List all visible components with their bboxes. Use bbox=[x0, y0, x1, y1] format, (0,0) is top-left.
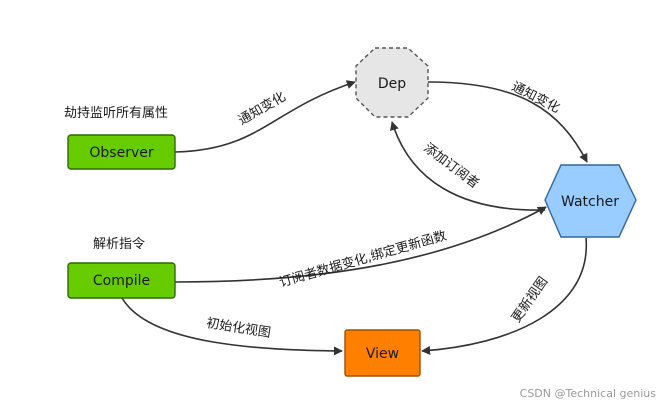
view-label: View bbox=[366, 346, 399, 362]
compile-label: Compile bbox=[93, 273, 150, 289]
watcher-node: Watcher bbox=[544, 164, 637, 238]
edge-watcher-to-dep bbox=[390, 121, 546, 211]
observer-node: Observer bbox=[67, 134, 176, 170]
dep-node: Dep bbox=[355, 47, 429, 118]
view-node: View bbox=[344, 329, 421, 377]
edge-label-compile-to-view: 初始化视图 bbox=[205, 316, 272, 341]
compile-node: Compile bbox=[67, 262, 176, 299]
edge-watcher-to-view bbox=[421, 237, 587, 355]
edge-label-dep-to-watcher: 通知变化 bbox=[509, 79, 563, 117]
dep-label: Dep bbox=[378, 76, 406, 92]
edge-label-observer-to-dep: 通知变化 bbox=[235, 89, 288, 129]
compile-caption: 解析指令 bbox=[93, 237, 145, 252]
watcher-label: Watcher bbox=[561, 194, 619, 210]
edge-compile-to-view bbox=[121, 297, 343, 356]
observer-label: Observer bbox=[89, 145, 153, 161]
edge-label-compile-to-watcher: 订阅者数据变化,绑定更新函数 bbox=[277, 228, 448, 291]
edge-compile-to-watcher bbox=[174, 206, 547, 283]
edge-dep-to-watcher bbox=[427, 81, 588, 163]
edge-label-watcher-to-view: 更新视图 bbox=[508, 274, 551, 326]
observer-caption: 劫持监听所有属性 bbox=[64, 106, 168, 121]
watermark-text: CSDN @Technical genius bbox=[520, 387, 657, 400]
edge-observer-to-dep bbox=[174, 80, 356, 153]
edge-label-watcher-to-dep: 添加订阅者 bbox=[421, 141, 482, 192]
